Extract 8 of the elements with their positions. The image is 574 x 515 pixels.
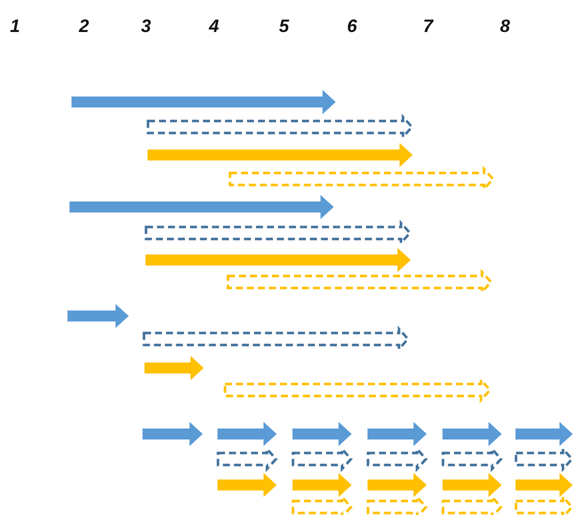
column-number: 2	[79, 16, 90, 36]
column-number: 3	[141, 16, 152, 36]
column-number: 7	[423, 16, 434, 36]
column-number: 8	[500, 16, 510, 36]
column-number: 6	[347, 16, 358, 36]
column-number: 5	[279, 16, 290, 36]
column-number: 1	[10, 16, 20, 36]
column-number: 4	[209, 16, 220, 36]
